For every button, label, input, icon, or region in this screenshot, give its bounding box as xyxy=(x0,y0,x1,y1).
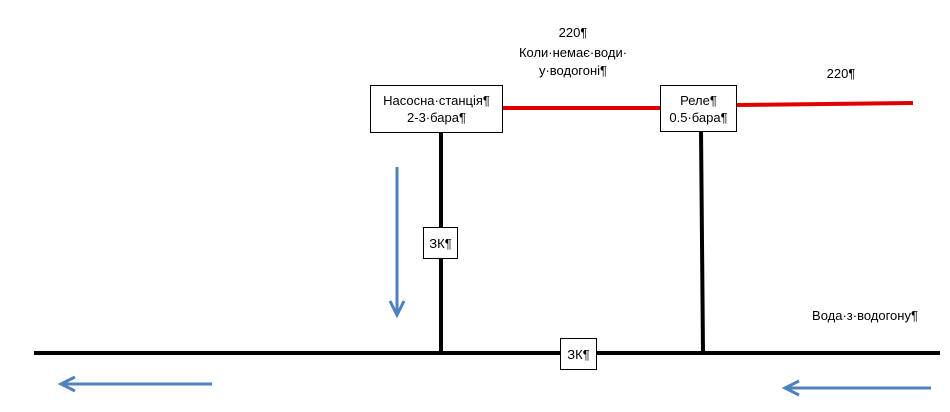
flow-arrow-left-bottom xyxy=(57,375,212,393)
no-water-note-line1: Коли·немає·води· xyxy=(518,45,628,60)
pump-station-box: Насосна·станція¶ 2-3·бара¶ xyxy=(370,85,503,133)
relay-name: Реле¶ xyxy=(680,92,717,108)
check-valve-vertical: ЗК¶ xyxy=(423,227,458,259)
no-water-note-line2: у·водогоні¶ xyxy=(538,63,608,78)
voltage-label-top: 220¶ xyxy=(558,25,588,40)
relay-vertical-pipe xyxy=(699,129,705,354)
relay-pressure: 0.5·бара¶ xyxy=(669,109,728,125)
voltage-label-right: 220¶ xyxy=(826,66,856,81)
water-source-label: Вода·з·водогону¶ xyxy=(812,308,918,323)
flow-arrow-left-right-side xyxy=(781,379,931,397)
pump-station-name: Насосна·станція¶ xyxy=(383,93,490,108)
check-valve-main-label: ЗК¶ xyxy=(567,346,590,362)
flow-arrow-down xyxy=(388,167,406,319)
relay-box: Реле¶ 0.5·бара¶ xyxy=(660,85,737,132)
pump-station-pressure: 2-3·бара¶ xyxy=(407,110,466,125)
power-line-relay-mains xyxy=(735,101,914,107)
check-valve-vertical-label: ЗК¶ xyxy=(429,235,452,251)
check-valve-main: ЗК¶ xyxy=(560,338,597,370)
